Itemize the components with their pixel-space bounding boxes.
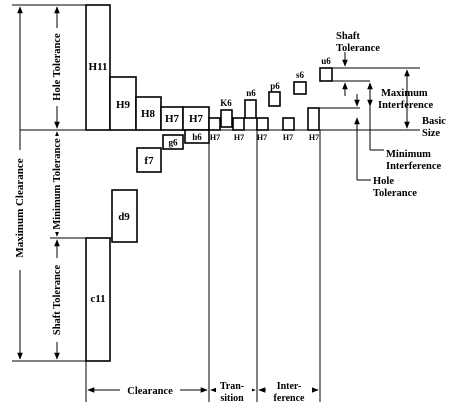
maximum-interference-label-2: Interference <box>378 100 434 111</box>
shaft-tolerance-top-label-1: Shaft <box>336 31 360 42</box>
label-k6: K6 <box>220 98 232 108</box>
box-h7-f <box>282 117 295 131</box>
hole-tolerance-right-label-2: Tolerance <box>373 188 417 199</box>
transition-label-2: sition <box>220 393 244 404</box>
transition-label-1: Tran- <box>220 381 244 392</box>
label-h7-small-4: H7 <box>283 133 293 142</box>
box-d9 <box>111 189 138 243</box>
box-g6 <box>162 134 184 150</box>
label-h7-a: H7 <box>165 113 180 125</box>
label-s6: s6 <box>296 70 305 80</box>
label-h7-small-3: H7 <box>257 133 267 142</box>
box-c11 <box>85 237 111 362</box>
maximum-clearance-label: Maximum Clearance <box>14 158 26 257</box>
label-g6: g6 <box>169 138 179 148</box>
hole-tolerance-left-label: Hole Tolerance <box>52 33 63 101</box>
label-f7: f7 <box>144 155 154 167</box>
box-h9 <box>109 76 137 131</box>
box-h7-g <box>307 107 320 131</box>
box-s6 <box>293 81 307 95</box>
shaft-tolerance-top-label-2: Tolerance <box>336 43 380 54</box>
label-n6: n6 <box>246 88 256 98</box>
maximum-interference-label-1: Maximum <box>381 88 428 99</box>
label-h9: H9 <box>116 99 131 111</box>
clearance-label: Clearance <box>127 386 173 397</box>
label-h11: H11 <box>89 61 108 73</box>
label-h8: H8 <box>141 108 156 120</box>
minimum-interference-label-1: Minimum <box>386 149 431 160</box>
basic-size-label-2: Size <box>422 128 440 139</box>
box-n6 <box>244 99 257 119</box>
box-u6 <box>319 67 333 82</box>
box-h11 <box>85 4 111 131</box>
label-h6: h6 <box>192 132 202 142</box>
label-u6: u6 <box>321 56 331 66</box>
label-c11: c11 <box>90 293 105 305</box>
box-k6 <box>220 109 233 128</box>
shaft-tolerance-left-label: Shaft Tolerance <box>52 265 63 336</box>
minimum-tolerance-label: Minimum Tolerance <box>52 138 63 230</box>
label-h7-small-5: H7 <box>309 133 319 142</box>
box-f7 <box>136 147 162 173</box>
box-p6 <box>268 91 281 107</box>
label-h7-small-1: H7 <box>210 133 220 142</box>
box-h7-d <box>232 117 245 131</box>
box-h7-c <box>208 117 221 131</box>
interference-label-1: Inter- <box>277 381 302 392</box>
label-h7-small-2: H7 <box>234 133 244 142</box>
box-h7-e <box>256 117 269 131</box>
label-h7-b: H7 <box>189 113 204 125</box>
minimum-interference-label-2: Interference <box>386 161 442 172</box>
box-h8 <box>135 96 162 131</box>
hole-tolerance-right-label-1: Hole <box>373 176 394 187</box>
interference-label-2: ference <box>274 393 305 404</box>
label-p6: p6 <box>270 81 280 91</box>
label-d9: d9 <box>118 211 130 223</box>
basic-size-label-1: Basic <box>422 116 446 127</box>
